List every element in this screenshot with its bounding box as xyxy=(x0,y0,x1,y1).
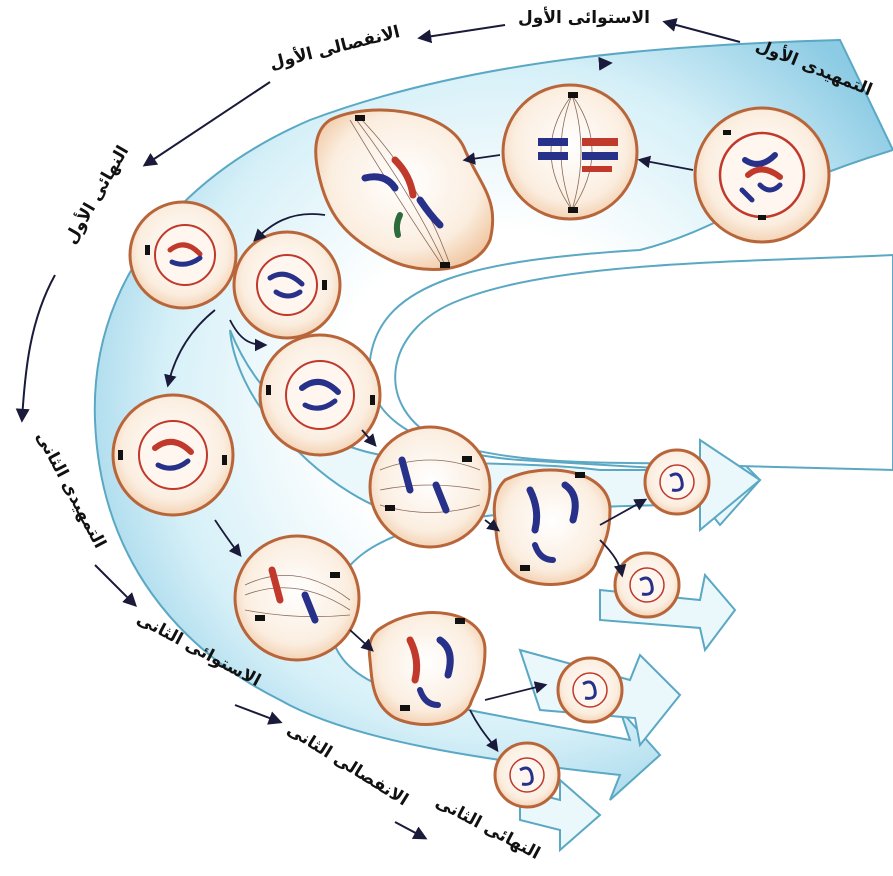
cell-anaphase-two-b xyxy=(494,470,610,584)
cell-metaphase-two-a xyxy=(235,536,359,660)
cell-prophase-two-b xyxy=(260,335,380,455)
cell-prophase-one xyxy=(695,108,829,242)
cell-telophase-one-b xyxy=(234,232,340,338)
gamete-1 xyxy=(645,450,709,514)
cell-metaphase-one xyxy=(503,85,637,219)
label-metaphase-one: الاستوائى الأول xyxy=(518,8,650,28)
band-inner-cutout xyxy=(395,255,893,470)
gamete-3 xyxy=(558,658,622,722)
cell-telophase-one-a xyxy=(130,202,236,308)
cell-metaphase-two-b xyxy=(370,427,490,547)
gamete-4 xyxy=(495,743,559,807)
cell-anaphase-two-a xyxy=(369,613,485,725)
cell-prophase-two-a xyxy=(113,395,233,515)
gamete-2 xyxy=(615,553,679,617)
